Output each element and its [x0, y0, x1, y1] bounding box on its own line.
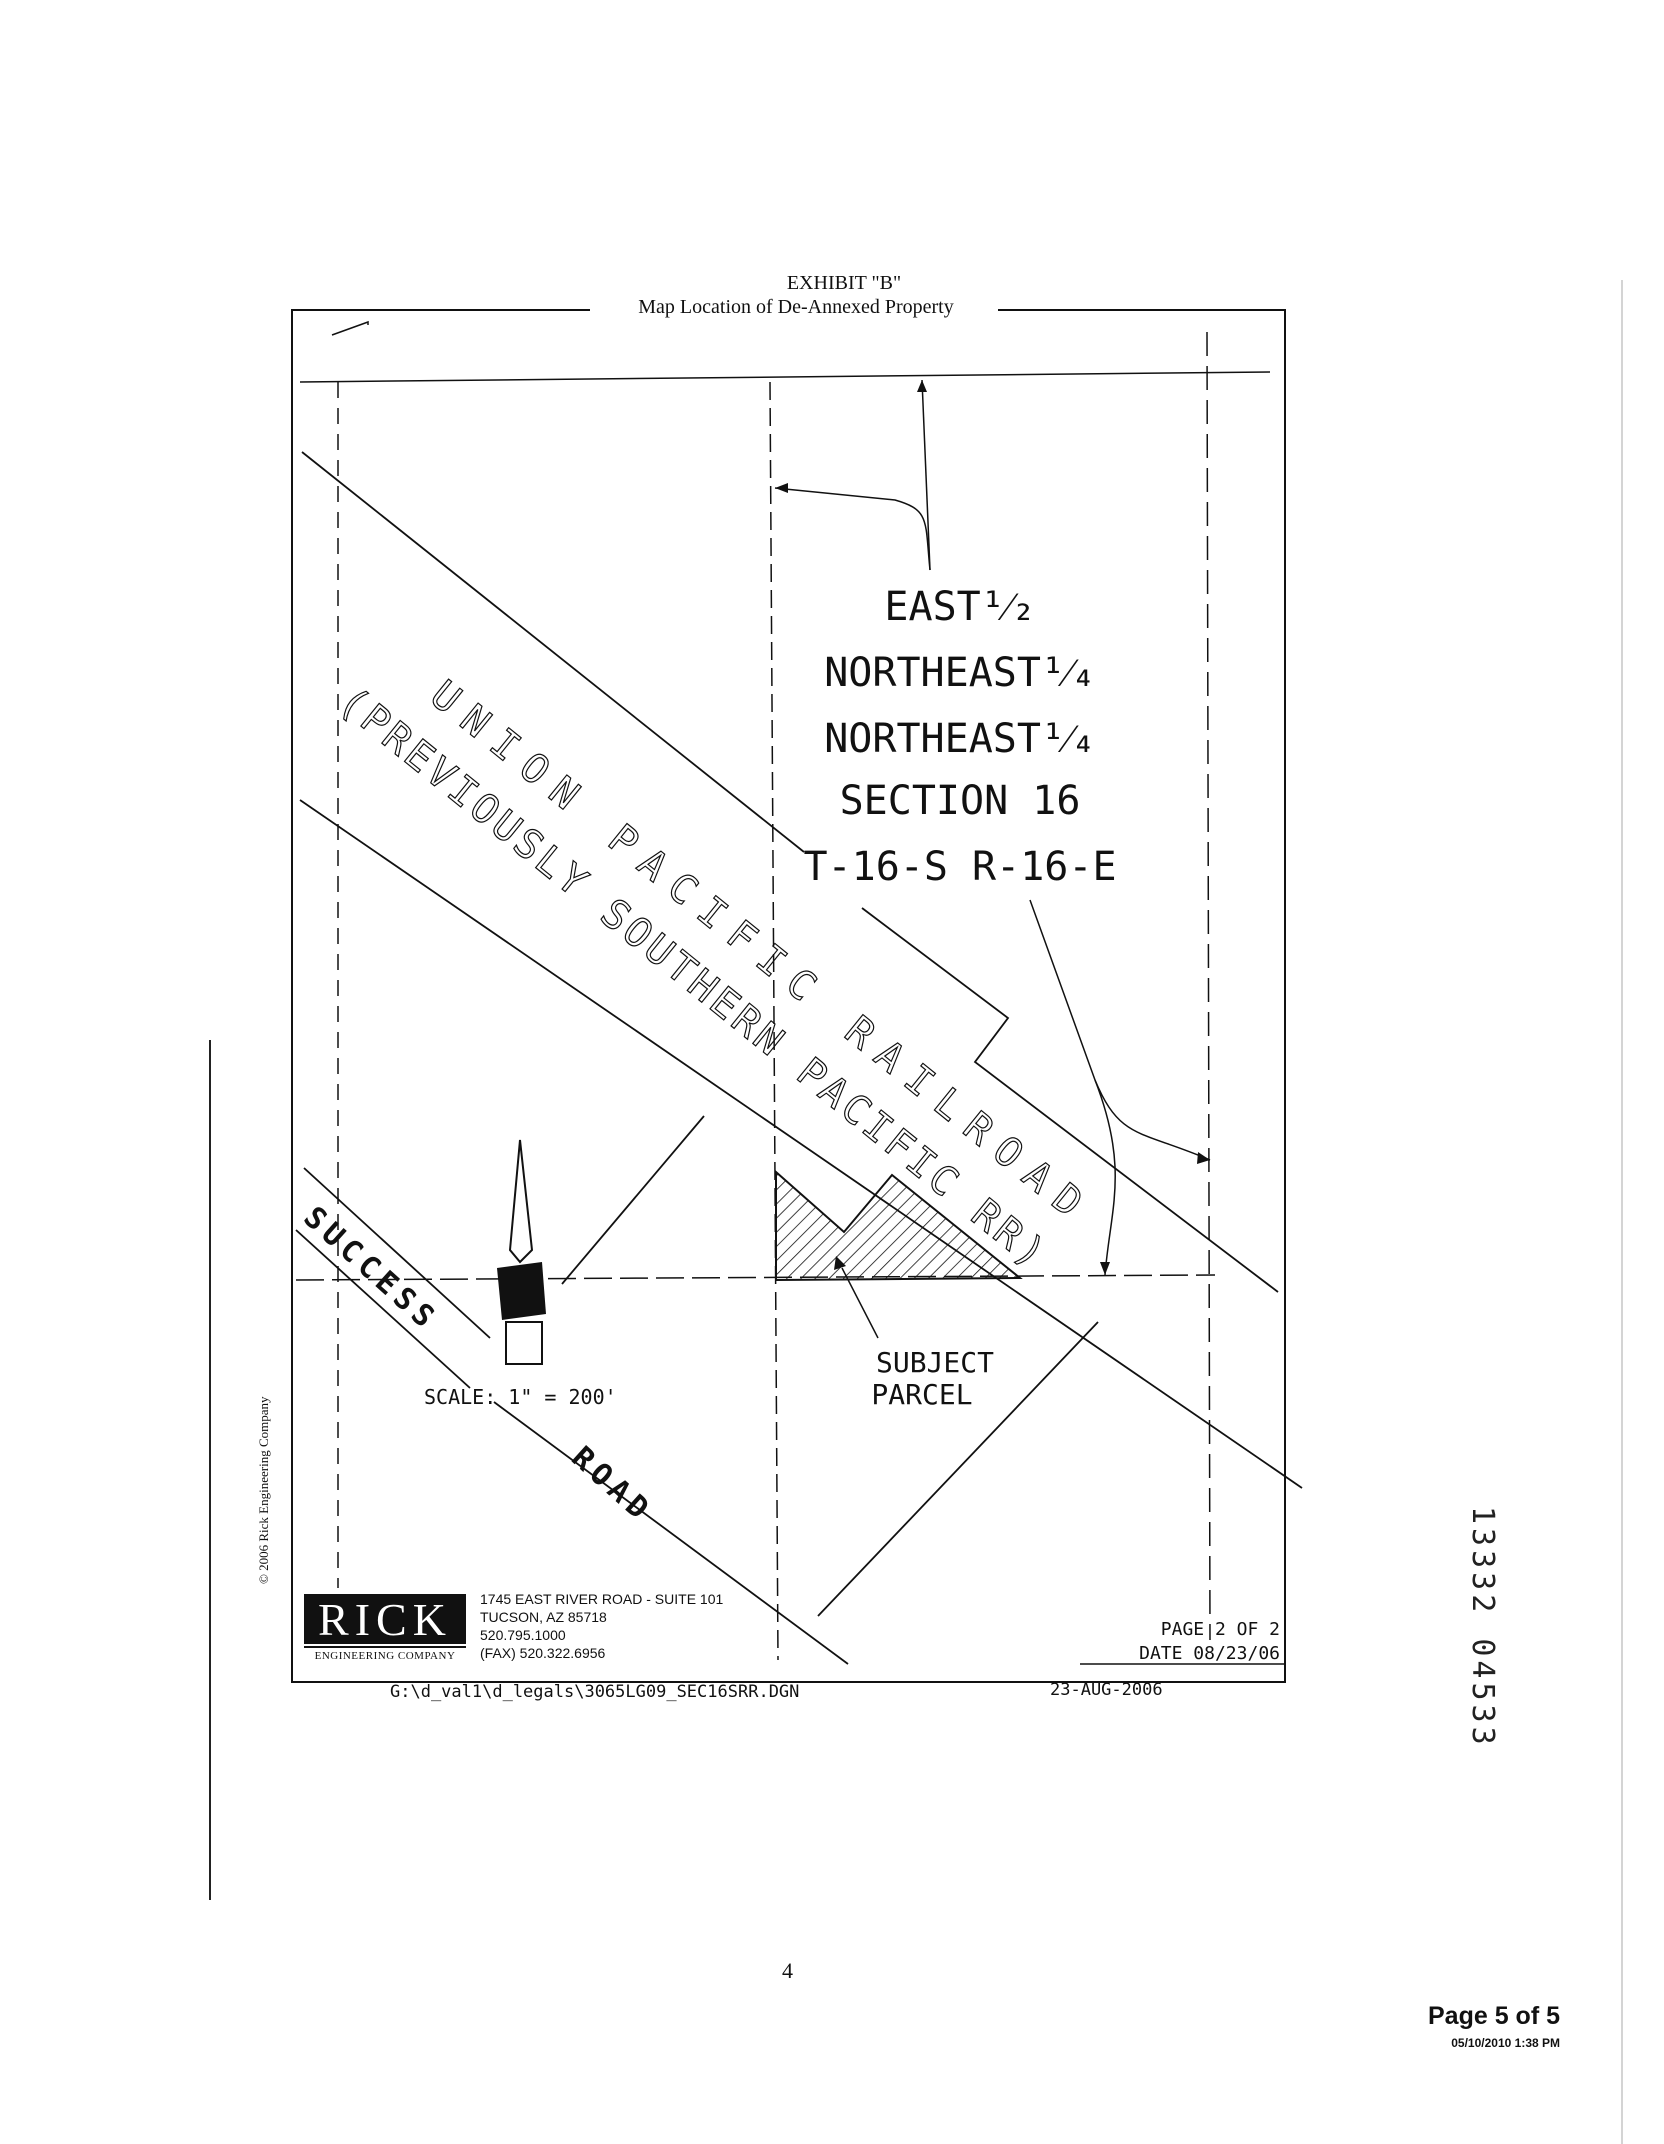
phone: 520.795.1000: [480, 1627, 566, 1643]
address-line2: TUCSON, AZ 85718: [480, 1609, 607, 1625]
success-road: [295, 1167, 849, 1665]
file-date: 23-AUG-2006: [1050, 1680, 1163, 1700]
section-lines: [295, 320, 1271, 1661]
parcel-label-2: PARCEL: [871, 1378, 972, 1411]
parcel-label-1: SUBJECT: [876, 1346, 994, 1379]
sheet-info: PAGE 2 OF 2 DATE 08/23/06: [1080, 1618, 1280, 1666]
leader-lines: [774, 379, 1211, 1339]
exhibit-title: EXHIBIT "B": [786, 272, 902, 294]
scale-note: SCALE: 1" = 200': [424, 1385, 617, 1409]
address-line1: 1745 EAST RIVER ROAD - SUITE 101: [480, 1591, 724, 1607]
sheet-date: DATE 08/23/06: [1139, 1643, 1280, 1664]
company-logo-text: RICK: [304, 1594, 466, 1645]
railroad-name-line2: (PREVIOUSLY SOUTHERN PACIFIC RR): [330, 678, 1057, 1279]
fax: (FAX) 520.322.6956: [480, 1645, 606, 1661]
section-line-4: SECTION 16: [840, 778, 1081, 824]
section-line-2: NORTHEAST¹⁄₄: [824, 650, 1096, 696]
road-name-road: ROAD: [565, 1440, 660, 1530]
company-address: 1745 EAST RIVER ROAD - SUITE 101 TUCSON,…: [480, 1590, 723, 1662]
section-line-5: T-16-S R-16-E: [803, 844, 1116, 890]
page-label: Page 5 of 5: [1428, 2002, 1560, 2030]
company-logo-sub: ENGINEERING COMPANY: [304, 1646, 466, 1662]
subject-parcel: [775, 1169, 1023, 1282]
recording-number: 13332 04533: [1465, 1506, 1500, 1749]
section-line-1: EAST¹⁄₂: [884, 584, 1035, 630]
company-logo: RICK ENGINEERING COMPANY: [304, 1594, 466, 1664]
sheet-page: PAGE 2 OF 2: [1160, 1619, 1280, 1640]
print-timestamp: 05/10/2010 1:38 PM: [1451, 2036, 1560, 2050]
road-name-success: SUCCESS: [297, 1200, 446, 1339]
page-number: 4: [782, 1958, 793, 1983]
file-path: G:\d_val1\d_legals\3065LG09_SEC16SRR.DGN: [390, 1682, 800, 1702]
exhibit-subtitle: Map Location of De-Annexed Property: [596, 296, 996, 318]
copyright-note: © 2006 Rick Engineering Company: [256, 1396, 271, 1584]
map-frame: [291, 309, 1286, 1683]
railroad-right-of-way: [299, 451, 1303, 1489]
section-line-3: NORTHEAST¹⁄₄: [824, 716, 1096, 762]
north-arrow-icon: [497, 1139, 546, 1365]
section-description: EAST¹⁄₂ NORTHEAST¹⁄₄ NORTHEAST¹⁄₄ SECTIO…: [803, 584, 1116, 890]
